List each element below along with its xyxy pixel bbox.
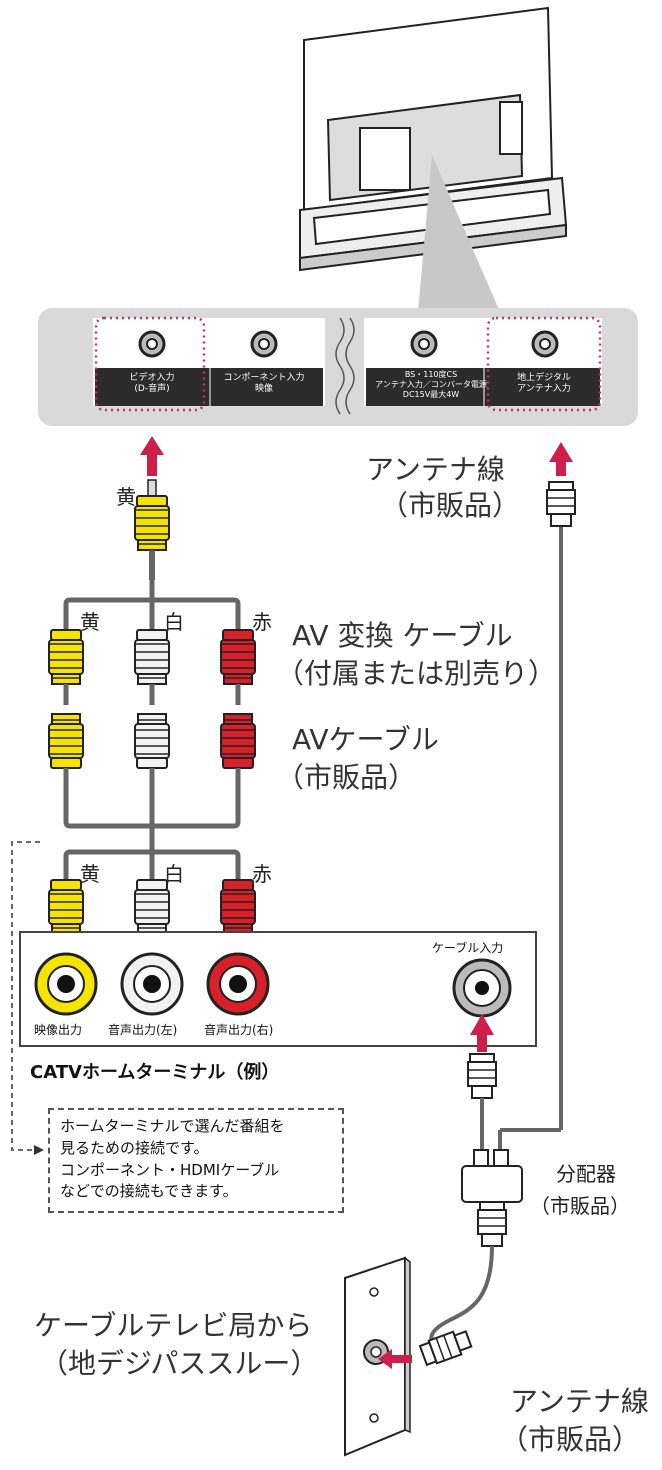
port-label-line: (D-音声) (134, 384, 170, 395)
arrow-to-antenna-in (549, 442, 573, 476)
wall-outlet (344, 1256, 411, 1457)
label-source-line1: ケーブルテレビ局から (34, 1309, 313, 1342)
label-splitter-name: 分配器 (556, 1162, 616, 1186)
av-cable-loop (63, 768, 241, 888)
label-av-yellow: 黄 (80, 610, 100, 634)
label-antenna-top-name: アンテナ線 (366, 453, 505, 486)
cable-input-lead (467, 1053, 497, 1150)
plug-av-white (134, 713, 170, 769)
label-source-line2: （地デジパススルー） (40, 1347, 319, 1380)
label-av-white: 白 (164, 610, 184, 634)
jack-cable-input (452, 958, 512, 1018)
plug-av-red (220, 713, 256, 769)
label-cable-input: ケーブル入力 (432, 941, 504, 955)
wall-plug (418, 1330, 473, 1367)
label-catv-red: 赤 (252, 862, 272, 886)
port-label-line: ビデオ入力 (129, 373, 175, 383)
port-label-line: BS・110度CS (404, 370, 458, 379)
port-label-line: コンポーネント入力 (223, 373, 305, 383)
label-av-red: 赤 (252, 610, 272, 634)
label-catv-white: 白 (164, 862, 184, 886)
jack-audio-left (120, 952, 184, 1016)
jack-audio-right (206, 952, 270, 1016)
note-line: コンポーネント・HDMIケーブル (60, 1160, 280, 1179)
plug-catv-white (134, 879, 170, 935)
port-label-terrestrial-antenna: 地上デジタル アンテナ入力 (494, 373, 594, 396)
zoom-wedge (418, 155, 500, 312)
label-audio-left: 音声出力(左) (108, 1023, 178, 1037)
plug-conv-red (220, 629, 256, 685)
port-label-line: アンテナ入力 (517, 384, 571, 395)
plug-conv-white (134, 629, 170, 685)
label-splitter-note: （市販品） (530, 1194, 630, 1218)
plug-conv-yellow (48, 629, 84, 685)
arrow-to-cable-input (470, 1014, 494, 1052)
label-antenna-bottom-name: アンテナ線 (510, 1385, 649, 1418)
plug-catv-red (220, 879, 256, 935)
jack-component-in (250, 330, 278, 358)
label-audio-right: 音声出力(右) (204, 1023, 274, 1037)
plug-top-yellow (134, 479, 170, 580)
label-av-conv-name: AV 変換 ケーブル (292, 619, 513, 652)
port-label-component-in: コンポーネント入力 映像 (214, 373, 314, 396)
label-top-yellow: 黄 (116, 485, 136, 509)
note-pointer (11, 841, 40, 1151)
label-terminal-name: CATVホームターミナル（例） (30, 1062, 280, 1083)
port-label-line: アンテナ入力／コンバータ電源 (375, 380, 487, 389)
port-label-line: DC15V最大4W (402, 390, 460, 399)
label-av-cable-note: （市販品） (276, 761, 417, 794)
label-antenna-top-note: （市販品） (380, 489, 521, 522)
label-catv-yellow: 黄 (80, 862, 100, 886)
arrow-to-video-in (140, 436, 164, 476)
jack-video-in (138, 330, 166, 358)
label-video-out: 映像出力 (34, 1023, 83, 1037)
jack-bs-antenna (410, 330, 438, 358)
note-box: ホームターミナルで選んだ番組を 見るための接続です。 コンポーネント・HDMIケ… (48, 1108, 344, 1213)
splitter (461, 1149, 523, 1247)
label-av-conv-note: （付属または別売り） (276, 657, 557, 690)
port-label-bs-antenna: BS・110度CS アンテナ入力／コンバータ電源 DC15V最大4W (374, 370, 488, 400)
plug-av-yellow (48, 713, 84, 769)
jack-terrestrial-antenna (531, 330, 559, 358)
note-line: などでの接続もできます。 (60, 1182, 238, 1201)
jack-video-out (34, 952, 98, 1016)
port-label-line: 地上デジタル (517, 373, 571, 383)
tv-port-panel (38, 308, 638, 426)
antenna-cable-top (498, 481, 576, 1150)
arrow-to-wall (378, 1349, 412, 1369)
note-line: ホームターミナルで選んだ番組を (60, 1117, 285, 1135)
port-label-line: 映像 (254, 384, 273, 395)
plug-catv-yellow (48, 879, 84, 935)
label-av-cable-name: AVケーブル (292, 723, 439, 756)
port-label-video-in: ビデオ入力 (D-音声) (102, 373, 202, 396)
note-line: 見るための接続です。 (60, 1138, 209, 1157)
label-antenna-bottom-note: （市販品） (500, 1423, 641, 1456)
